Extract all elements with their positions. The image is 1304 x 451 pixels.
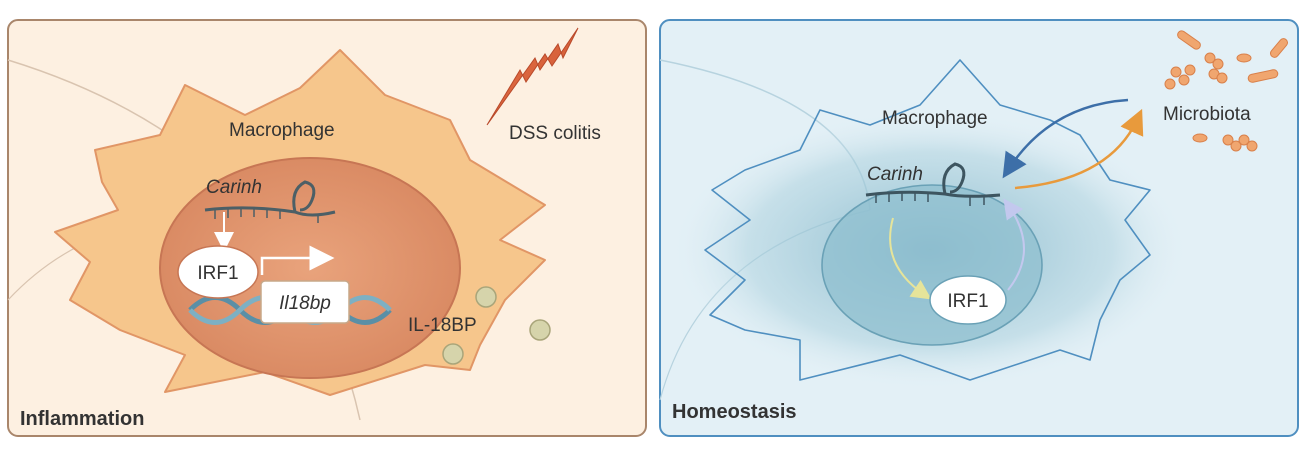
dss-colitis-label: DSS colitis	[509, 123, 601, 144]
lightning-bolt-icon	[486, 27, 579, 126]
carinh-to-irf1-arrow	[889, 217, 932, 300]
il18bp-protein-label: IL-18BP	[408, 315, 477, 336]
left-irf1-label: IRF1	[197, 263, 238, 284]
left-irf1-oval	[177, 245, 259, 299]
il18bp-gene-box	[260, 280, 350, 324]
microbiota-cluster-icon	[1164, 30, 1288, 152]
transcription-arrow	[260, 245, 335, 275]
right-carinh-rna	[865, 162, 1001, 206]
right-macrophage-label: Macrophage	[882, 108, 988, 129]
right-panel: Macrophage Carinh IRF1 Microbiota Homeos…	[659, 19, 1299, 437]
il18bp-gene-label: Il18bp	[279, 293, 331, 314]
right-irf1-label: IRF1	[947, 291, 988, 312]
carinh-to-microbiota-arrow	[1014, 108, 1144, 190]
irf1-to-carinh-arrow	[1003, 198, 1025, 291]
il18bp-protein-dot	[475, 286, 497, 308]
il18bp-protein-dot	[529, 319, 551, 341]
left-macrophage-label: Macrophage	[229, 120, 335, 141]
microbiota-to-carinh-arrow	[1002, 98, 1129, 179]
right-nucleus	[821, 184, 1043, 346]
right-irf1-oval	[929, 275, 1007, 325]
left-carinh-rna	[204, 180, 336, 223]
right-macrophage-cell	[704, 59, 1151, 381]
right-carinh-label: Carinh	[867, 164, 923, 185]
left-carinh-label: Carinh	[206, 177, 262, 198]
inflammation-caption: Inflammation	[20, 408, 144, 430]
microbiota-label: Microbiota	[1163, 104, 1251, 125]
il18bp-protein-dot	[442, 343, 464, 365]
left-panel: Macrophage DSS colitis Carinh IRF1 Il18b…	[7, 19, 647, 437]
homeostasis-caption: Homeostasis	[672, 401, 797, 423]
